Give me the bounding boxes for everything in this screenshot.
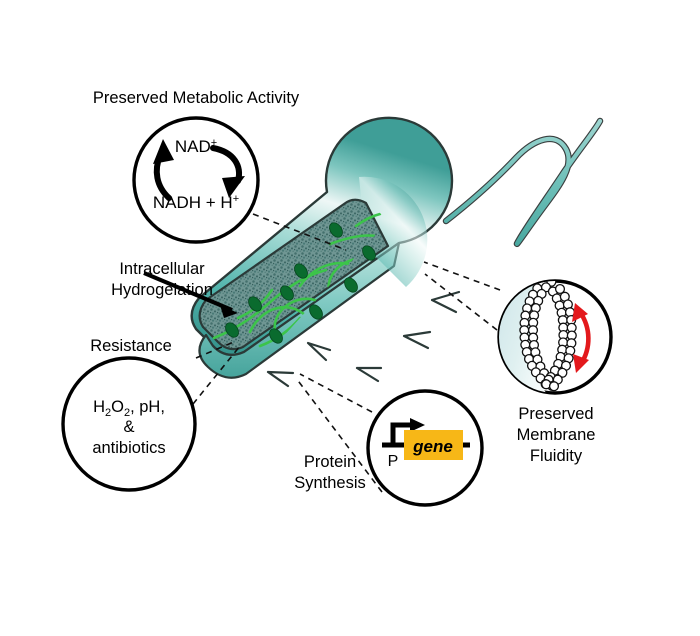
- resistance-line2: &: [123, 418, 134, 436]
- resistance-title: Resistance: [90, 337, 172, 355]
- membrane-line3: Fluidity: [530, 447, 583, 465]
- hydrogelation-line1: Intracellular: [119, 260, 205, 278]
- promoter-arrow: [390, 418, 425, 445]
- nadh-label: NADH + H+: [153, 193, 239, 212]
- hydrogelation-arrow: [143, 271, 238, 318]
- leader-protein-top: [299, 373, 373, 413]
- callout-membrane-fluidity: Preserved Membrane Fluidity: [497, 279, 613, 465]
- leader-lines: [192, 213, 501, 493]
- cell-cap: [359, 176, 428, 287]
- gene-box: [404, 430, 463, 460]
- gene-label: gene: [412, 437, 453, 456]
- hydrogel-interior: [198, 198, 390, 351]
- membrane-line2: Membrane: [517, 426, 596, 444]
- cell-lower-rim: [198, 241, 401, 379]
- flagellum: [442, 117, 604, 248]
- protein-synthesis-line2: Synthesis: [294, 474, 366, 492]
- protein-synthesis-line1: Protein: [304, 453, 356, 471]
- resistance-circle: [61, 356, 197, 492]
- hydrogel-fill: [198, 198, 390, 351]
- leader-resistance-bottom: [192, 345, 241, 405]
- leader-membrane-top: [423, 261, 501, 291]
- callout-protein-synthesis: Protein Synthesis P gene: [294, 389, 484, 507]
- callout-metabolic-activity: Preserved Metabolic Activity NAD+ NADH +…: [93, 89, 300, 244]
- leader-protein-bottom: [295, 377, 383, 493]
- nad-forward-arrow: [210, 145, 245, 198]
- metabolic-title: Preserved Metabolic Activity: [93, 89, 300, 107]
- resistance-line1: H2O2, pH,: [93, 398, 165, 419]
- lipid-bilayer: [519, 281, 577, 392]
- callout-resistance: Resistance H2O2, pH, & antibiotics: [61, 337, 197, 492]
- resistance-line3: antibiotics: [92, 439, 165, 457]
- leader-membrane-bottom: [424, 273, 498, 331]
- hydrogelation-line2: Hydrogelation: [111, 281, 213, 299]
- nad-label: NAD+: [175, 137, 217, 156]
- leader-resistance-top: [195, 340, 237, 359]
- ribosomes: [225, 222, 376, 344]
- membrane-line1: Preserved: [518, 405, 593, 423]
- callout-hydrogelation: Intracellular Hydrogelation: [111, 260, 213, 299]
- nadh-reverse-arrow: [153, 139, 174, 201]
- fluidity-arrow: [572, 303, 591, 373]
- bacterium-illustration: [190, 116, 604, 388]
- promoter-label: P: [388, 453, 399, 470]
- leader-metabolic: [252, 213, 347, 251]
